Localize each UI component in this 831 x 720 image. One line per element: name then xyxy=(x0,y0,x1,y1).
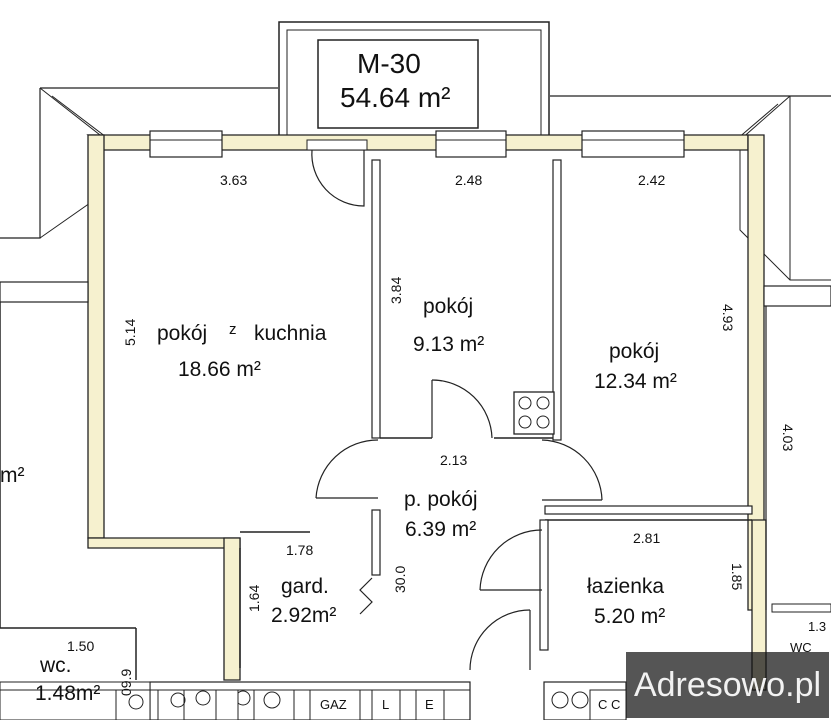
right-side-wall xyxy=(763,285,831,307)
e-box xyxy=(415,689,445,720)
right-bay-diag xyxy=(739,95,831,281)
gas-label: GAZ xyxy=(320,697,347,712)
door-wardrobe xyxy=(359,577,373,615)
l-label: L xyxy=(382,697,390,712)
door-living xyxy=(315,439,379,499)
wc-right-label: WC xyxy=(790,640,812,655)
dim-099: 09.9 xyxy=(118,668,134,696)
dim-281: 2.81 xyxy=(633,530,661,546)
dim-248: 2.48 xyxy=(455,172,483,188)
title-box xyxy=(317,39,479,129)
wardrobe-area: 2.92m² xyxy=(271,604,337,627)
dim-13: 1.3 xyxy=(808,619,827,634)
e-label: E xyxy=(425,697,434,712)
wall-wardrobe-right xyxy=(371,509,381,576)
door-balcony xyxy=(311,149,365,207)
bathroom-area: 5.20 m² xyxy=(594,605,666,628)
window-1 xyxy=(149,130,223,158)
window-3 xyxy=(581,130,685,158)
dim-178: 1.78 xyxy=(286,542,314,558)
dim-384: 3.84 xyxy=(388,276,404,304)
door-room-mid xyxy=(431,379,493,439)
dim-242: 2.42 xyxy=(638,172,666,188)
hall-label: p. pokój xyxy=(404,488,478,511)
room-living-area: 18.66 m² xyxy=(178,358,261,381)
c-label: C C xyxy=(598,697,621,712)
hall-area: 6.39 m² xyxy=(405,518,477,541)
wardrobe-label: gard. xyxy=(281,575,329,598)
watermark: Adresowo.pl xyxy=(626,652,829,718)
room-living-label-b: kuchnia xyxy=(254,322,327,345)
wc-left-label: wc. xyxy=(40,654,72,677)
room-mid-label: pokój xyxy=(423,295,474,318)
door-room-right xyxy=(541,439,603,501)
outer-wall-wc xyxy=(223,537,241,681)
dim-185: 1.85 xyxy=(729,563,745,591)
outer-wall-left xyxy=(87,134,105,539)
dim-514: 5.14 xyxy=(122,318,138,346)
left-bay-line2 xyxy=(51,95,111,141)
room-living-label-a: pokój xyxy=(157,322,208,345)
dim-403: 4.03 xyxy=(780,424,796,452)
apartment-total-area: 54.64 m² xyxy=(340,82,451,113)
dim-164: 1.64 xyxy=(246,584,262,612)
room-right-label: pokój xyxy=(609,340,660,363)
door-bathroom xyxy=(479,529,543,591)
dim-300: 30.0 xyxy=(392,565,408,593)
balcony-door xyxy=(306,139,368,151)
apartment-code: M-30 xyxy=(357,48,421,79)
room-right-area: 12.34 m² xyxy=(594,370,677,393)
wall-right-small xyxy=(771,603,831,613)
wall-right-bottom xyxy=(544,505,753,515)
door-entrance xyxy=(469,609,531,671)
dim-363: 3.63 xyxy=(220,172,248,188)
room-living-label-z: z xyxy=(229,321,237,338)
window-2 xyxy=(435,130,507,158)
wall-bath-left xyxy=(539,519,549,651)
dim-213: 2.13 xyxy=(440,452,468,468)
gas-meter xyxy=(309,689,361,720)
left-side-wall xyxy=(0,281,89,303)
neighbor-left-area: m² xyxy=(0,464,25,487)
dim-493: 4.93 xyxy=(720,304,736,332)
wall-mid-left xyxy=(371,159,381,439)
left-bay-slope xyxy=(0,88,41,239)
wc-left-area: 1.48m² xyxy=(35,682,101,705)
wall-mid-right xyxy=(552,159,562,441)
outer-wall-left-lower xyxy=(87,537,241,549)
room-mid-area: 9.13 m² xyxy=(413,333,485,356)
stove xyxy=(513,391,555,435)
dim-150: 1.50 xyxy=(67,638,95,654)
bathroom-label: łazienka xyxy=(587,575,665,598)
l-box xyxy=(371,689,401,720)
